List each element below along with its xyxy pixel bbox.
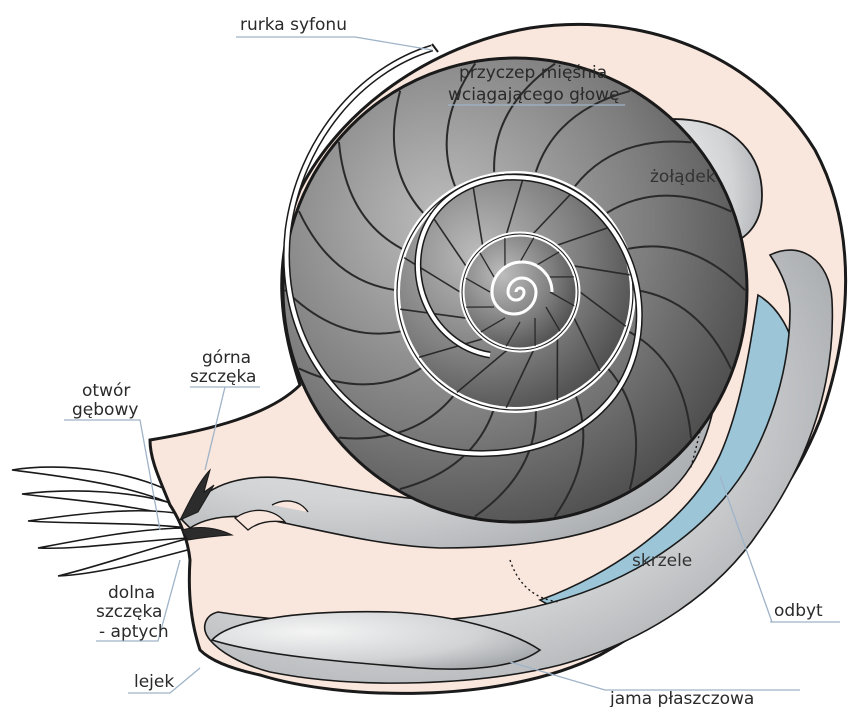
- shell-core-whorl: [462, 234, 578, 350]
- label-lower-jaw-3: - aptych: [99, 622, 169, 642]
- label-mantle-cavity: jama płaszczowa: [609, 689, 754, 707]
- label-siphuncle: rurka syfonu: [240, 15, 347, 35]
- tentacle-3: [28, 511, 188, 528]
- label-retractor-2: wciągającego głowę: [448, 85, 620, 105]
- siphuncle-tip: [432, 44, 438, 52]
- label-funnel: lejek: [134, 672, 174, 692]
- label-anus: odbyt: [774, 601, 823, 621]
- label-lower-jaw-2: szczęka: [96, 602, 162, 622]
- label-stomach: żołądek: [650, 167, 716, 187]
- label-mouth-1: otwór: [82, 381, 130, 401]
- label-gills: skrzele: [632, 551, 692, 571]
- label-mouth-2: gębowy: [72, 400, 138, 420]
- label-upper-jaw-2: szczęka: [190, 367, 256, 387]
- label-lower-jaw-1: dolna: [108, 583, 155, 603]
- label-upper-jaw-1: górna: [202, 348, 251, 368]
- label-retractor-1: przyczep mięśnia: [459, 63, 607, 83]
- leader-siphuncle: [236, 37, 432, 50]
